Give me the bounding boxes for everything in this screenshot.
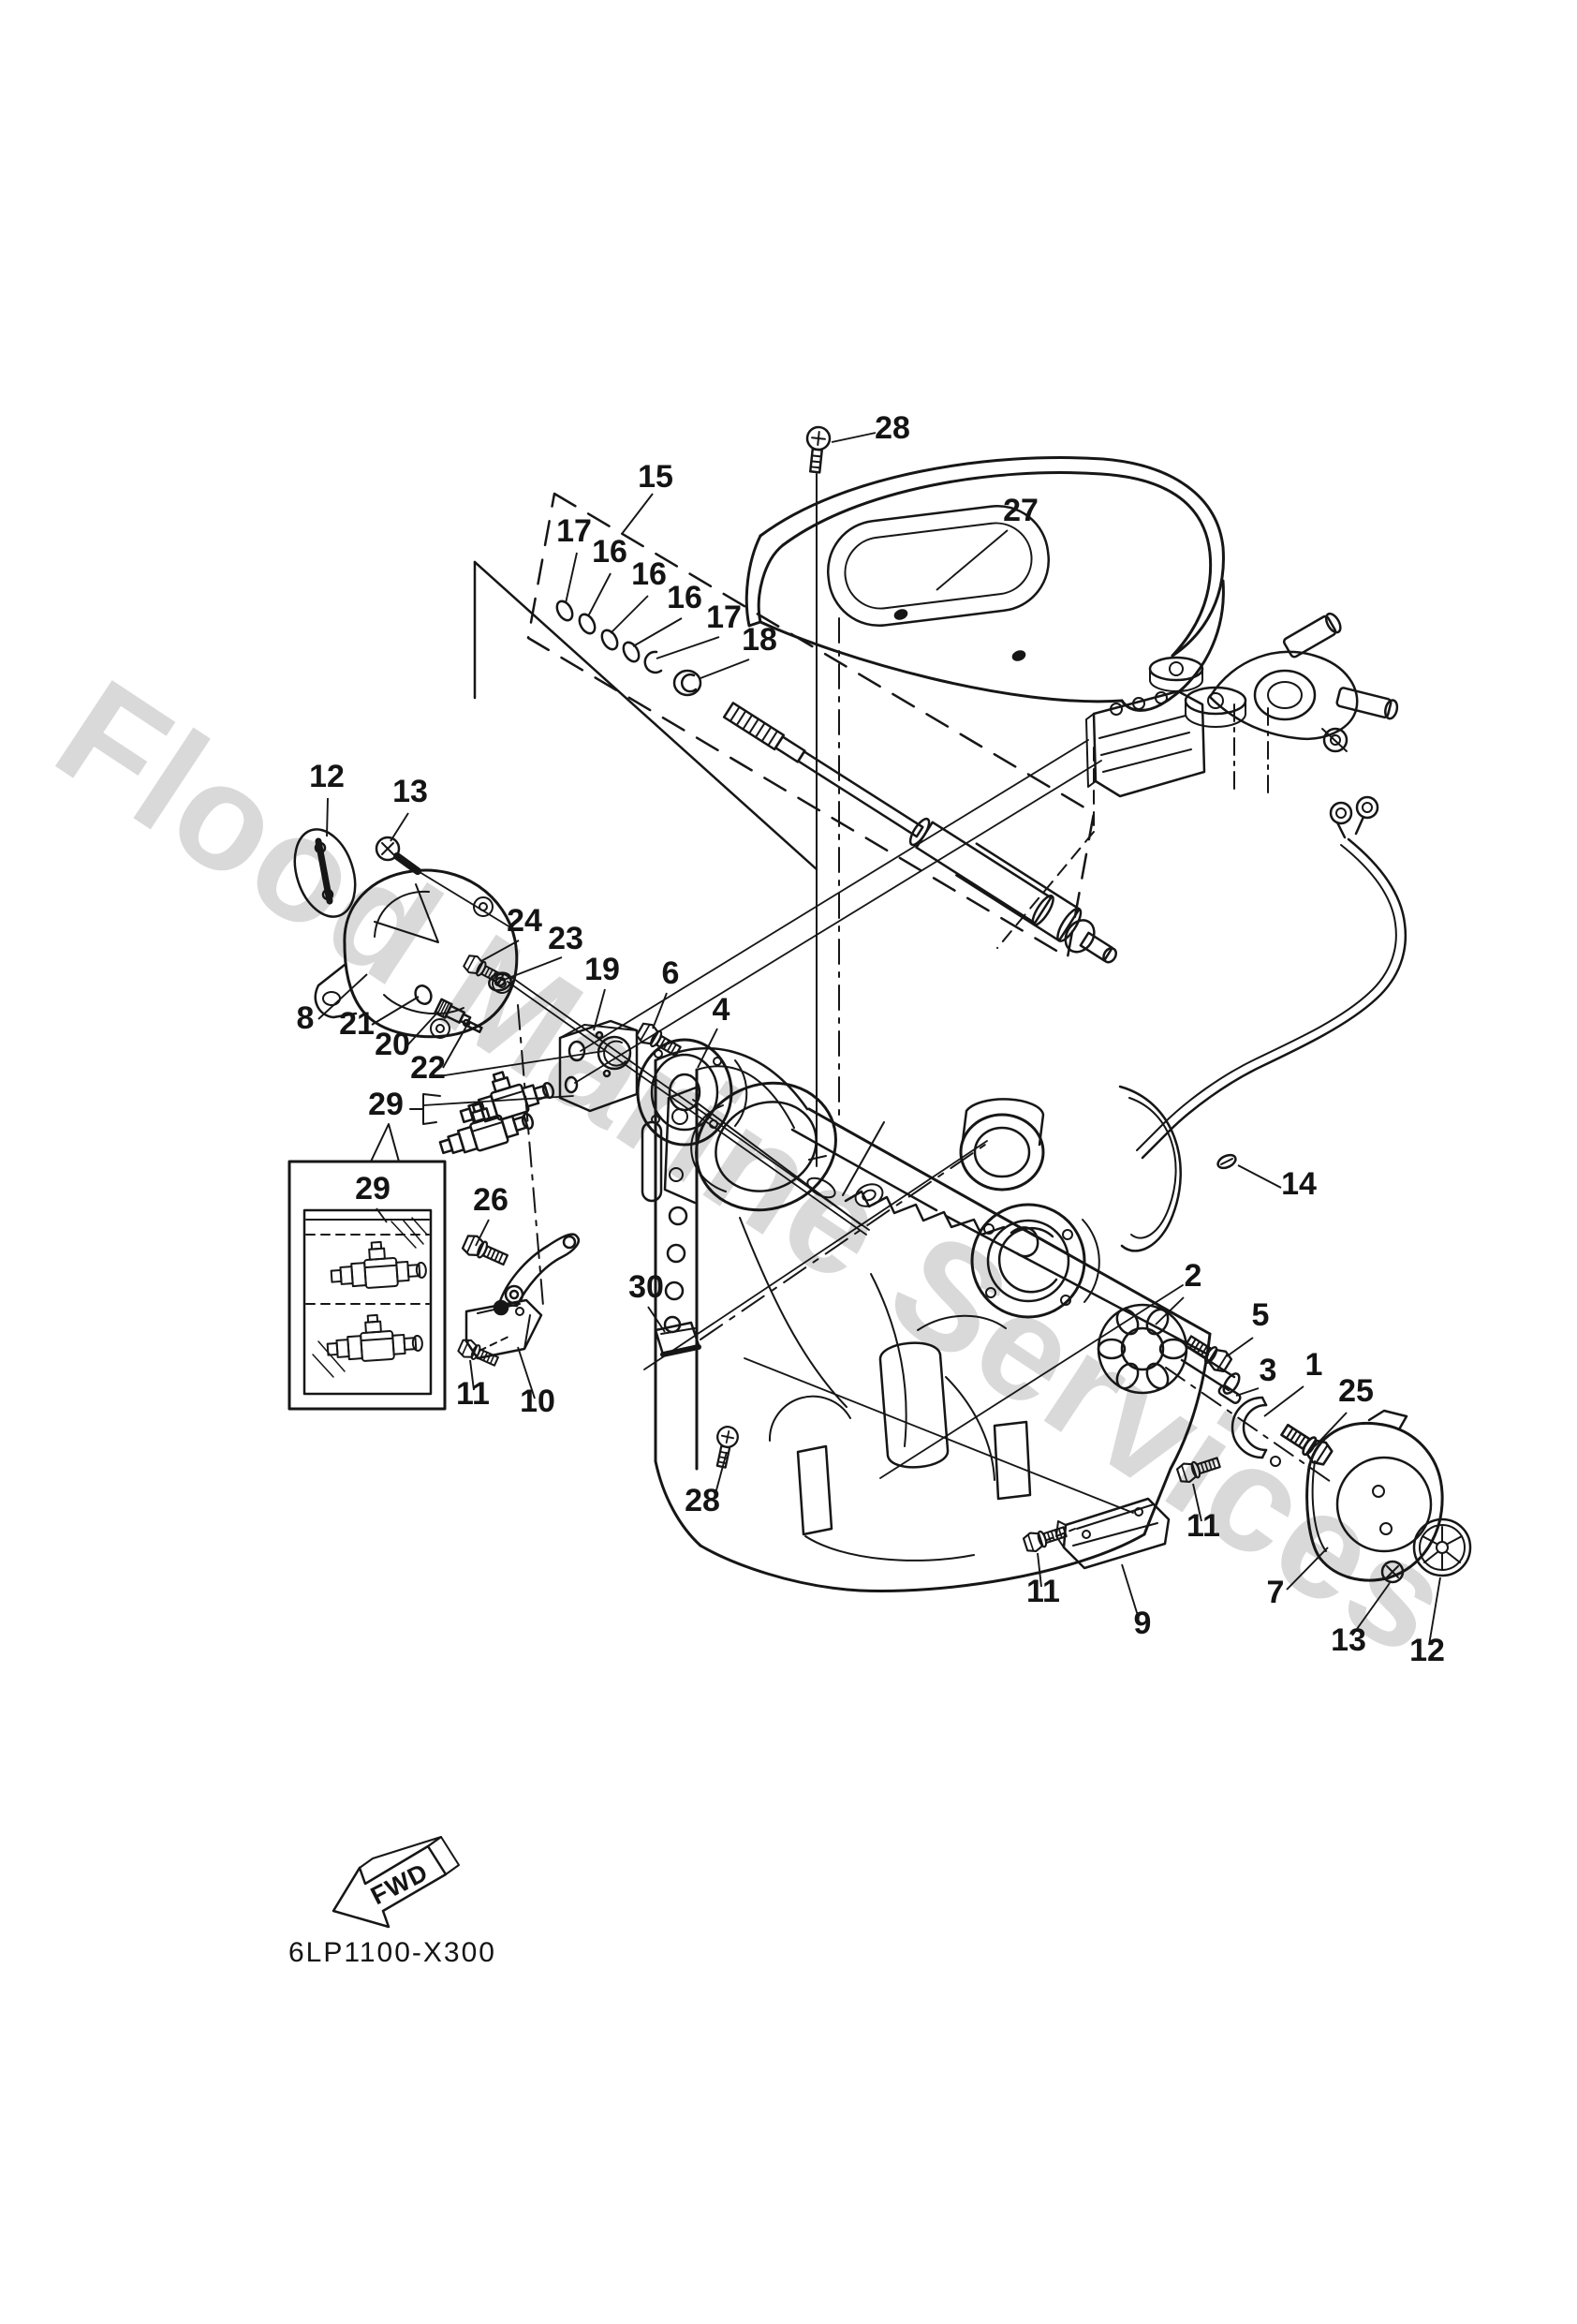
callout-9: 9 [1134,1606,1152,1641]
seal-rings [555,600,702,697]
callout-14: 14 [1281,1166,1317,1202]
bolt-11c [1021,1521,1069,1555]
callout-27: 27 [1003,493,1039,528]
callout-28-bottom: 28 [685,1483,720,1518]
construction-lines [402,473,1334,1514]
callout-6: 6 [662,955,680,991]
wire-screw-14 [1216,1153,1237,1170]
gear-cover [314,868,519,1039]
callout-30: 30 [628,1269,664,1305]
sensor-bracket [558,1019,639,1113]
grommet-plate [293,828,357,918]
cover-screw-top [803,424,833,475]
callout-23: 23 [548,921,583,956]
cable-wedge [654,1321,701,1357]
callout-15: 15 [638,459,673,495]
callout-19: 19 [584,952,620,987]
steering-cover [744,456,1225,712]
electric-cover [1305,1409,1444,1582]
housing-screw-28 [710,1424,741,1471]
callout-28-top: 28 [875,410,910,446]
callout-16c: 16 [667,580,702,615]
callout-24: 24 [507,903,542,939]
callout-3: 3 [1260,1353,1277,1388]
callout-29-bracket: 29 [368,1087,404,1122]
callout-16b: 16 [631,556,667,592]
callout-25: 25 [1338,1373,1374,1409]
cover-screw-13r [1380,1560,1405,1584]
battery-cable [1136,795,1408,1160]
callout-13-left: 13 [392,774,428,809]
callout-5: 5 [1252,1297,1270,1333]
fwd-arrow [332,1836,460,1929]
callout-labels: 28 15 17 16 16 16 17 18 27 12 13 24 23 1… [297,410,1445,1668]
bolt-axis-dash [479,1335,511,1352]
callout-18: 18 [742,622,777,658]
lever-bolt-26 [460,1231,511,1270]
callout-7: 7 [1267,1575,1285,1610]
callout-26: 26 [473,1182,508,1218]
callout-11a: 11 [456,1376,490,1412]
watermark-text: Flood Marine Services [29,647,1481,1687]
callout-22: 22 [410,1050,446,1086]
callout-4: 4 [713,992,730,1028]
callout-11c: 11 [1026,1574,1060,1609]
diagram-code: 6LP1100-X300 [288,1937,496,1968]
callout-12-left: 12 [309,759,345,794]
bracket-bolt-11a [456,1336,501,1371]
damper-disc [636,1038,862,1226]
control-head-assembly [1085,612,1399,798]
callout-11b: 11 [1186,1508,1220,1544]
callout-17a: 17 [556,513,592,549]
bolt-axis-dash-2 [1046,1528,1076,1541]
cover-screw-left [375,836,421,875]
callout-1: 1 [1305,1347,1323,1383]
callout-21: 21 [339,1006,375,1042]
callout-20: 20 [375,1027,410,1062]
steering-shaft [722,702,1118,964]
callout-8: 8 [297,1000,315,1036]
callout-16a: 16 [592,534,627,570]
bracket-housing [641,1047,1212,1592]
callout-2: 2 [1185,1258,1202,1294]
dowel-pin-3 [1217,1384,1242,1404]
callout-29-box: 29 [355,1171,391,1206]
callout-10: 10 [520,1384,555,1419]
shaft-group-dashed-box [473,492,1096,959]
injector-pair [370,1058,558,1162]
callout-leaders [317,432,1441,1646]
callout-17b: 17 [706,600,742,635]
throttle-lever [464,1233,580,1360]
diagram-line-art [287,424,1472,1929]
callout-13-right: 13 [1331,1622,1366,1658]
injector-inset-box [287,1160,447,1411]
cable-clamp-1 [1231,1396,1281,1467]
callout-12-right: 12 [1409,1633,1445,1668]
emblem-12r [1412,1517,1472,1577]
